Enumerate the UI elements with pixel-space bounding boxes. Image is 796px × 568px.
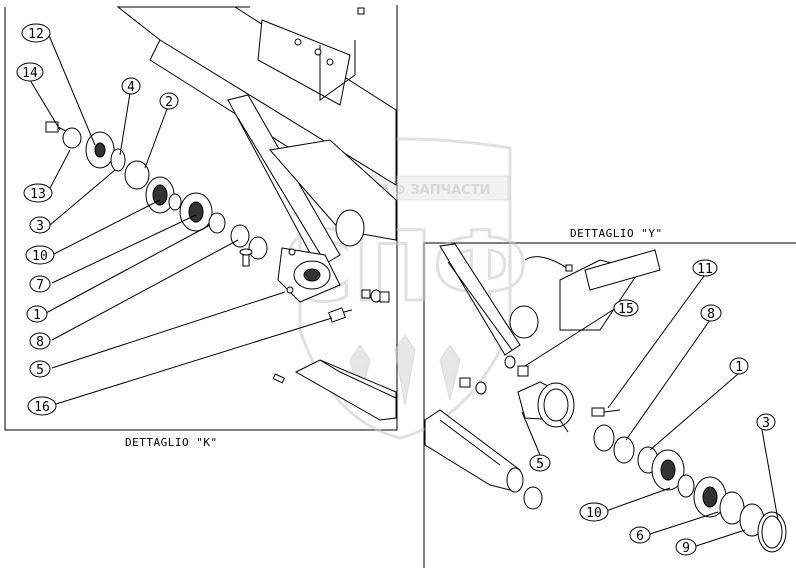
svg-text:13: 13 bbox=[30, 187, 46, 202]
callout-k13: 13 bbox=[23, 183, 53, 203]
y-pin-11 bbox=[591, 407, 621, 417]
k-cap-12 bbox=[85, 131, 115, 169]
callout-k4: 4 bbox=[121, 77, 141, 95]
callout-y5: 5 bbox=[529, 454, 551, 472]
svg-text:15: 15 bbox=[618, 302, 634, 317]
svg-text:8: 8 bbox=[707, 307, 715, 322]
detail-k-leaders bbox=[29, 32, 333, 405]
callout-k12: 12 bbox=[21, 23, 51, 43]
callout-k14: 14 bbox=[16, 62, 44, 82]
callout-k10: 10 bbox=[25, 245, 55, 265]
svg-text:1: 1 bbox=[33, 308, 41, 323]
svg-text:3: 3 bbox=[762, 416, 770, 431]
svg-text:2: 2 bbox=[165, 95, 173, 110]
callout-k16: 16 bbox=[27, 396, 57, 416]
detail-y-frame bbox=[423, 242, 796, 568]
detail-y-drawing bbox=[424, 243, 787, 553]
callout-k1: 1 bbox=[26, 305, 48, 323]
callout-y11: 11 bbox=[692, 259, 718, 277]
callout-k7: 7 bbox=[29, 275, 51, 293]
callout-y10: 10 bbox=[579, 502, 609, 522]
svg-text:4: 4 bbox=[127, 80, 135, 95]
detail-k-drawing bbox=[45, 6, 397, 421]
caption-detail-k: DETTAGLIO "K" bbox=[125, 436, 218, 449]
svg-text:5: 5 bbox=[536, 457, 544, 472]
svg-text:14: 14 bbox=[22, 66, 38, 81]
k-bolt-16 bbox=[328, 307, 353, 323]
callout-k3: 3 bbox=[29, 216, 51, 234]
svg-text:10: 10 bbox=[32, 249, 48, 264]
svg-text:6: 6 bbox=[636, 529, 644, 544]
detail-k-frame bbox=[4, 5, 398, 431]
detail-y-leaders bbox=[521, 275, 779, 547]
svg-text:3: 3 bbox=[36, 219, 44, 234]
callout-k2: 2 bbox=[159, 92, 179, 110]
callout-y15: 15 bbox=[613, 299, 639, 317]
svg-text:1: 1 bbox=[735, 360, 743, 375]
caption-detail-y: DETTAGLIO "Y" bbox=[570, 227, 663, 240]
callout-k5: 5 bbox=[29, 360, 51, 378]
svg-text:12: 12 bbox=[28, 27, 44, 42]
svg-text:5: 5 bbox=[36, 363, 44, 378]
k-pin bbox=[239, 248, 253, 267]
callout-y3: 3 bbox=[756, 413, 776, 431]
callout-y1: 1 bbox=[729, 357, 749, 375]
callout-y8: 8 bbox=[700, 304, 722, 322]
svg-text:11: 11 bbox=[697, 262, 713, 277]
svg-text:7: 7 bbox=[36, 278, 44, 293]
callout-y9: 9 bbox=[675, 538, 697, 556]
svg-text:8: 8 bbox=[36, 335, 44, 350]
callout-y6: 6 bbox=[629, 526, 651, 544]
svg-text:9: 9 bbox=[682, 541, 690, 556]
svg-text:10: 10 bbox=[586, 506, 602, 521]
callout-k8: 8 bbox=[29, 332, 51, 350]
svg-text:16: 16 bbox=[34, 400, 50, 415]
y-housing-5 bbox=[517, 381, 575, 433]
